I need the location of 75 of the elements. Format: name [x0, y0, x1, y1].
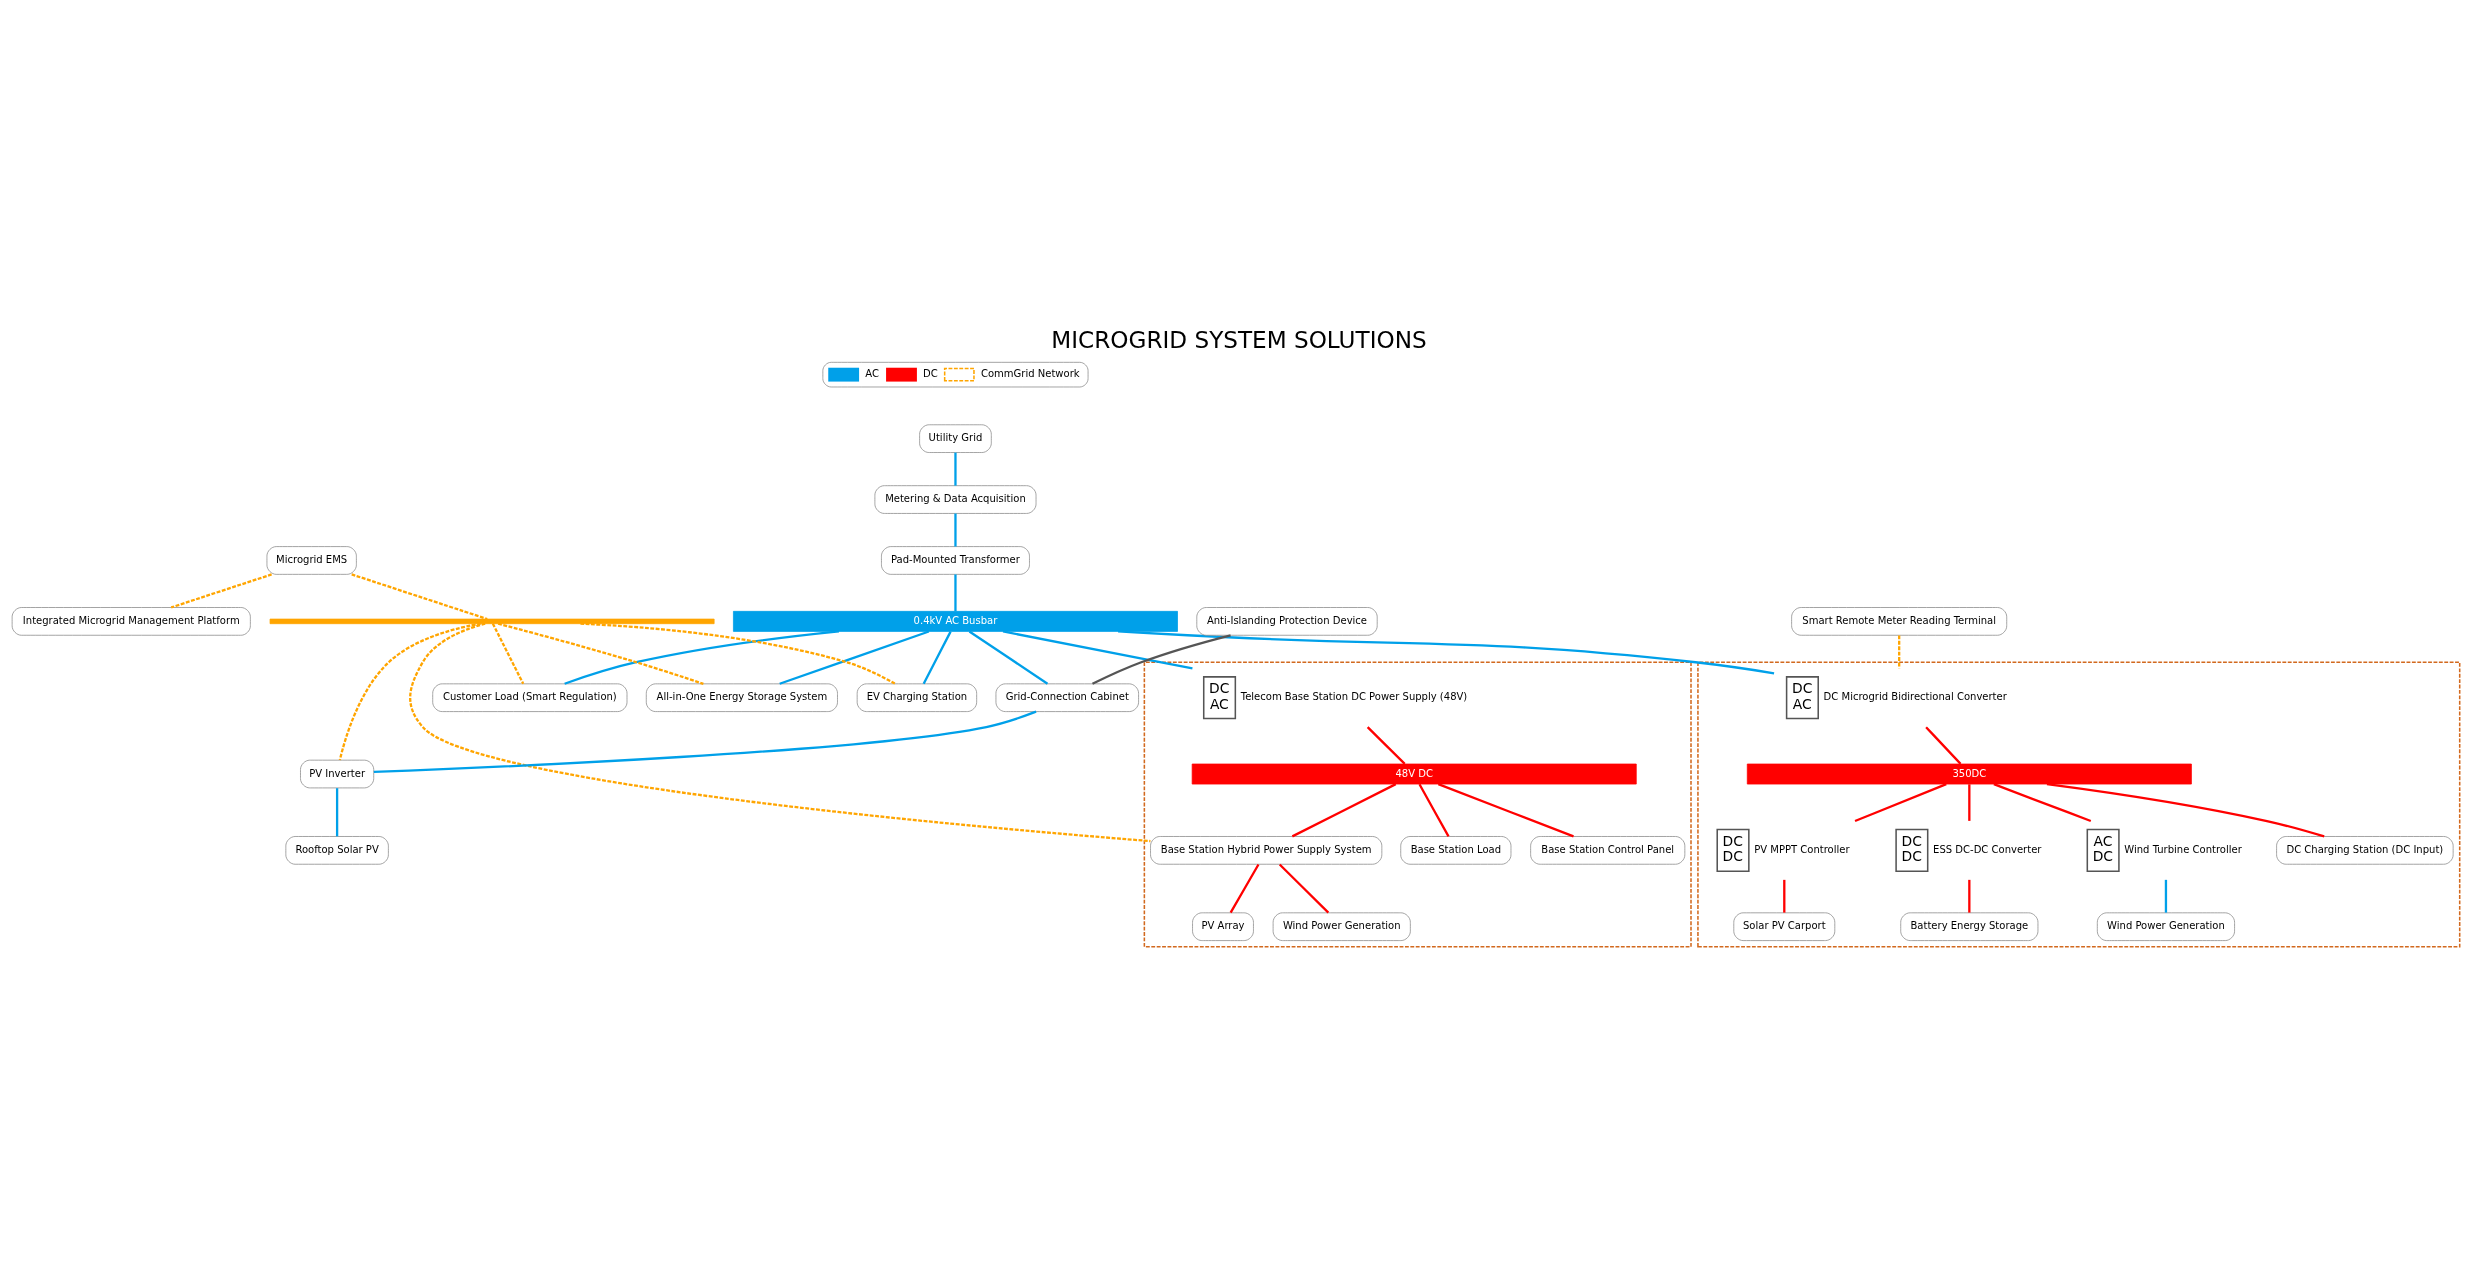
connector [1002, 629, 1193, 670]
node-box: EV Charging Station [856, 682, 978, 712]
connector [954, 452, 957, 486]
connector [1291, 782, 1397, 837]
connector [373, 710, 1037, 773]
node-box: Wind Power Generation [1272, 911, 1411, 941]
node-box: Base Station Hybrid Power Supply System [1150, 835, 1383, 865]
node-box: DC Charging Station (DC Input) [2276, 835, 2454, 865]
node-box: Microgrid EMS [266, 545, 357, 575]
connector [351, 572, 488, 620]
node-box: PV Array [1192, 911, 1254, 941]
node-box: PV Inverter [300, 759, 375, 788]
connector [954, 513, 957, 547]
connector [2046, 782, 2325, 838]
node-box: Rooftop Solar PV [285, 835, 389, 865]
node-box: Solar PV Carport [1733, 911, 1836, 941]
connector [1366, 725, 1406, 765]
node-box: AC DC [2086, 828, 2120, 872]
connector [954, 573, 957, 611]
node-box: DC DC [1895, 828, 1929, 872]
connector [1993, 782, 2092, 822]
connector [491, 622, 525, 684]
node-box: 0.4kV AC Busbar [733, 610, 1178, 632]
legend-label: CommGrid Network [980, 367, 1080, 379]
node-label: Wind Turbine Controller [2124, 843, 2242, 855]
connector [564, 629, 840, 685]
legend-label: AC [865, 367, 879, 379]
connector [1968, 879, 1971, 913]
node-box: Metering & Data Acquisition [874, 484, 1037, 514]
connector [580, 622, 896, 685]
node-box: Base Station Load [1400, 835, 1512, 865]
node-box: Pad-Mounted Transformer [881, 545, 1030, 575]
node-box: Utility Grid [919, 423, 992, 453]
connector [1229, 863, 1260, 913]
node-box: Integrated Microgrid Management Platform [11, 606, 251, 636]
node-label: ESS DC-DC Converter [1933, 843, 2042, 855]
node-box: DC DC [1716, 828, 1750, 872]
node-box: 48V DC [1191, 763, 1637, 784]
connector [1092, 633, 1231, 685]
node-box: Grid-Connection Cabinet [995, 682, 1139, 712]
diagram-title: MICROGRID SYSTEM SOLUTIONS [1051, 326, 1427, 353]
node-bar [269, 618, 715, 624]
connector [1783, 879, 1786, 913]
node-label: DC Microgrid Bidirectional Converter [1823, 690, 2007, 702]
connector [922, 630, 952, 684]
node-box: Anti-Islanding Protection Device [1196, 606, 1378, 636]
node-box: DC AC [1202, 675, 1237, 719]
connector [497, 622, 704, 685]
node-box: Smart Remote Meter Reading Terminal [1791, 606, 2008, 636]
connector [2164, 879, 2168, 913]
connector [1437, 782, 1574, 837]
node-label: PV MPPT Controller [1754, 843, 1850, 855]
connector [1968, 783, 1971, 821]
cluster [1143, 660, 1692, 947]
node-box: DC AC [1785, 675, 1819, 719]
cluster [1697, 660, 2461, 947]
node-box: 350DC [1746, 763, 2192, 784]
connector [1278, 863, 1330, 913]
connector [338, 622, 481, 760]
legend-label: DC [923, 367, 938, 379]
connector [170, 572, 272, 609]
node-box: All-in-One Energy Storage System [645, 682, 838, 712]
node-box: Customer Load (Smart Regulation) [432, 682, 628, 712]
node-box: Base Station Control Panel [1530, 835, 1686, 865]
connector [779, 629, 930, 685]
node-box: Wind Power Generation [2096, 911, 2235, 941]
connector [409, 622, 1151, 842]
connector [1418, 783, 1450, 837]
connector [1925, 725, 1962, 765]
connector [1118, 629, 1775, 674]
connector [1898, 635, 1901, 668]
node-box: Battery Energy Storage [1900, 911, 2039, 941]
connector [335, 787, 339, 836]
node-label: Telecom Base Station DC Power Supply (48V) [1240, 690, 1468, 702]
connector [968, 630, 1049, 685]
